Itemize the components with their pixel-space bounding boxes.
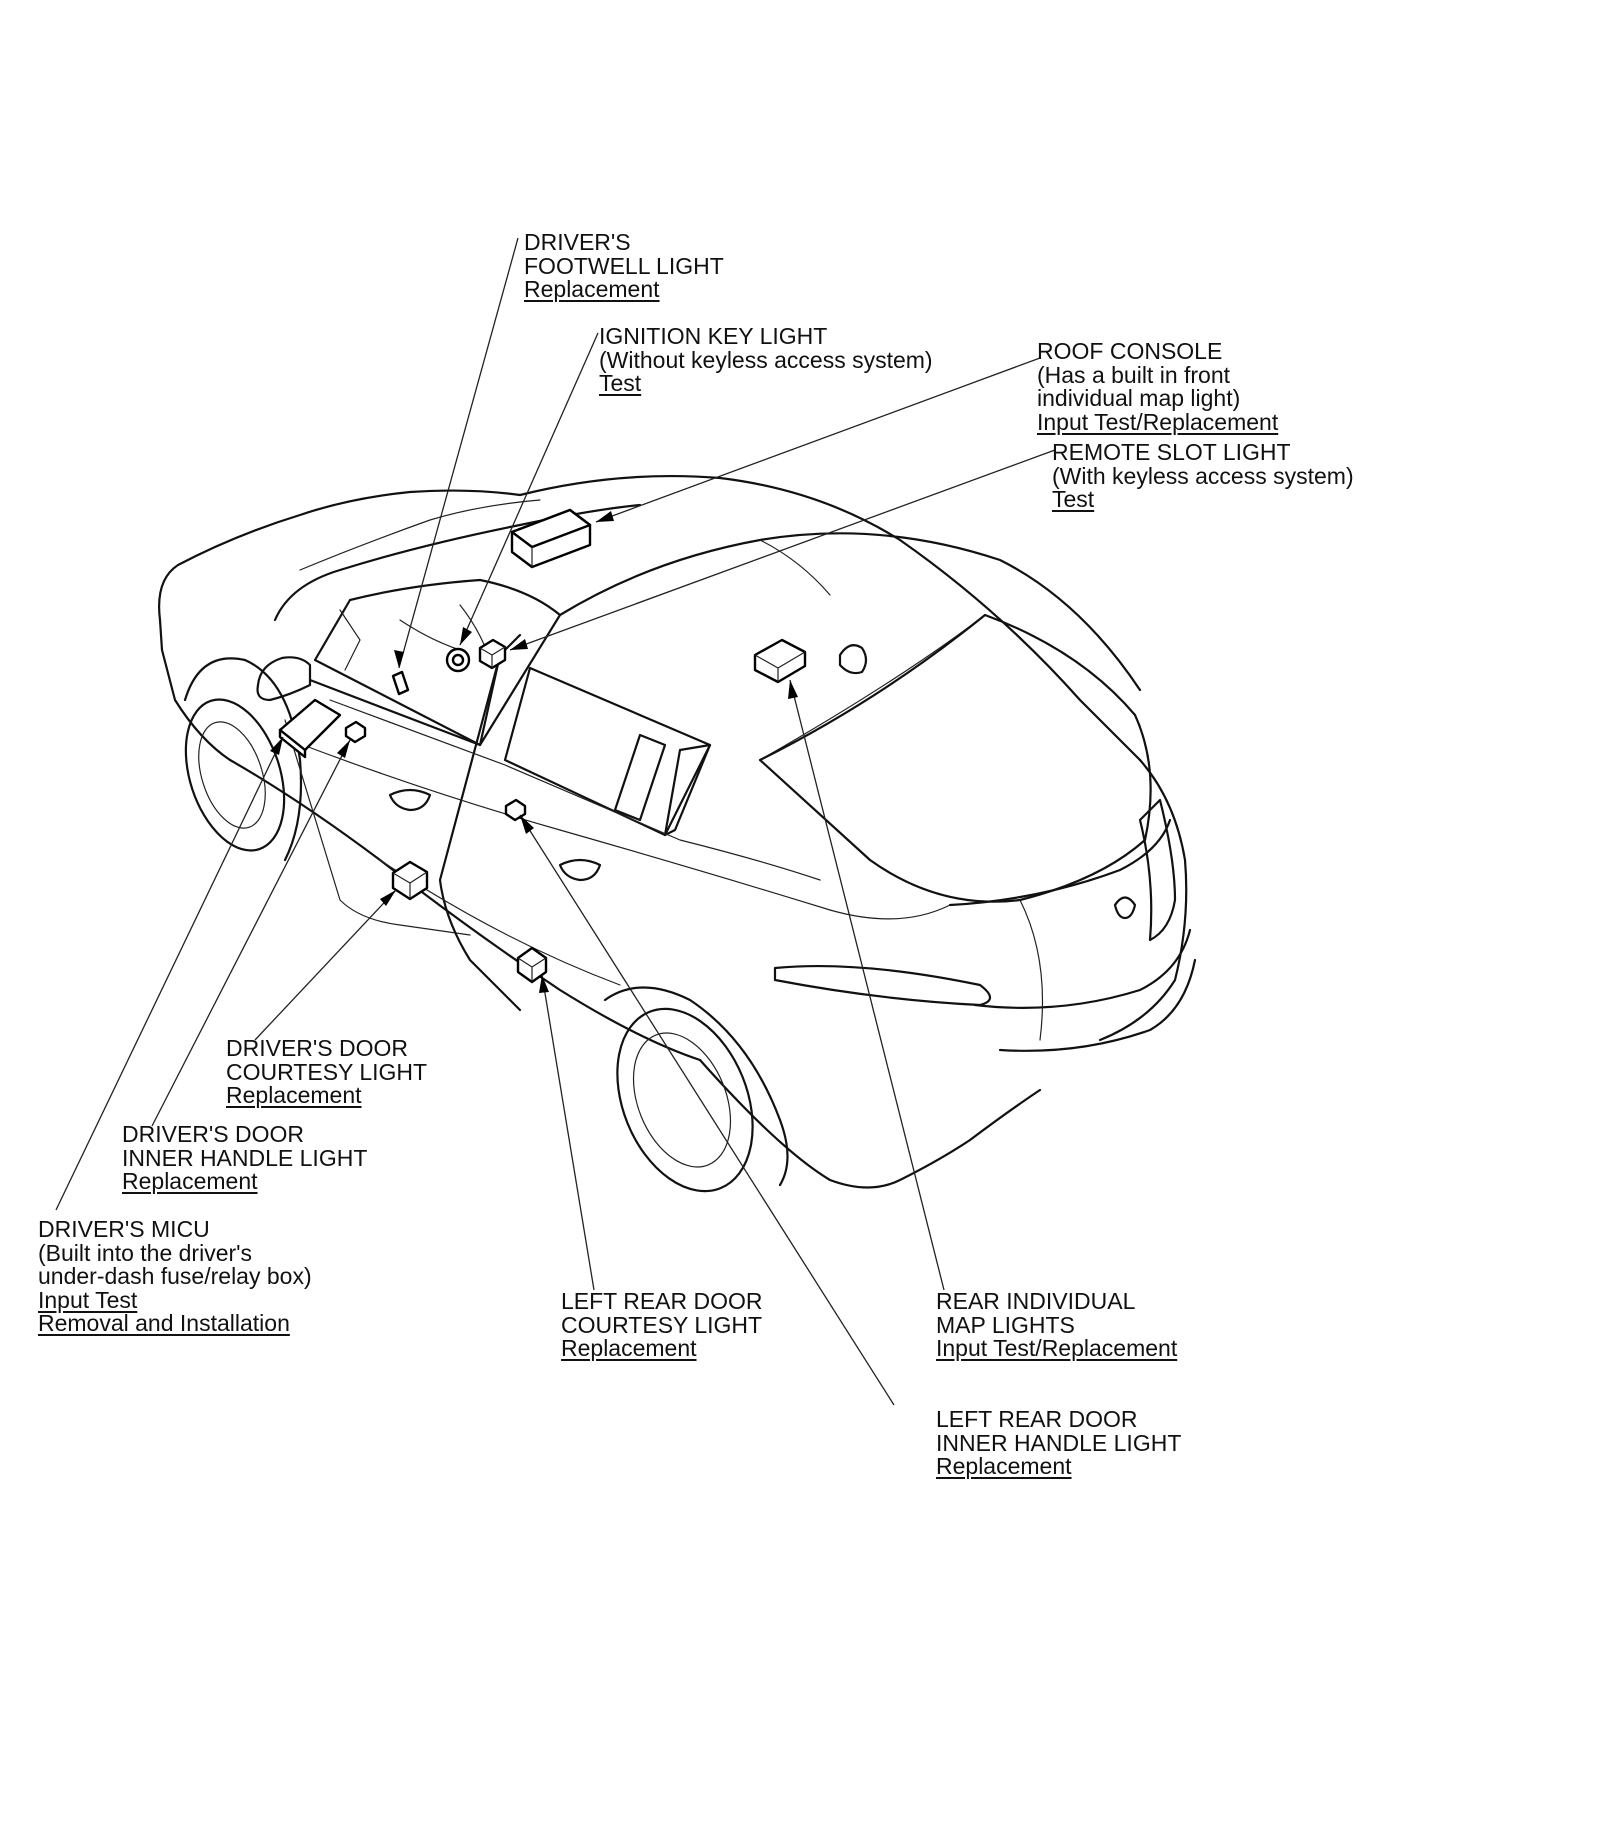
callout-remote-line-1: REMOTE SLOT LIGHT (1052, 439, 1291, 465)
component-rear-courtesy-light (516, 946, 548, 984)
callout-rear-handle-line-1: LEFT REAR DOOR (936, 1406, 1138, 1432)
callout-footwell-light: DRIVER'S FOOTWELL LIGHT Replacement (524, 229, 724, 302)
component-ignition-key-light (445, 647, 471, 673)
rear-courtesy-replacement-link[interactable]: Replacement (561, 1335, 697, 1361)
callout-remote-line-2: (With keyless access system) (1052, 462, 1354, 489)
door-handle-replacement-link[interactable]: Replacement (122, 1168, 258, 1194)
callout-roof-line-3: individual map light) (1037, 385, 1241, 411)
callout-door-handle-line-2: INNER HANDLE LIGHT (122, 1144, 368, 1171)
callout-door-courtesy-line-1: DRIVER'S DOOR (226, 1035, 409, 1061)
callout-ignition-line-1: IGNITION KEY LIGHT (599, 323, 828, 349)
callout-footwell-line-2: FOOTWELL LIGHT (524, 252, 724, 279)
callout-rear-courtesy-line-1: LEFT REAR DOOR (561, 1288, 763, 1314)
callout-rear-courtesy-light: LEFT REAR DOOR COURTESY LIGHT Replacemen… (561, 1288, 763, 1361)
ignition-test-link[interactable]: Test (599, 370, 642, 396)
callout-micu-line-1: DRIVER'S MICU (38, 1216, 210, 1242)
footwell-replacement-link[interactable]: Replacement (524, 276, 660, 302)
callout-rear-map-line-2: MAP LIGHTS (936, 1311, 1075, 1338)
component-roof-console (510, 508, 592, 569)
callout-rear-courtesy-line-2: COURTESY LIGHT (561, 1311, 763, 1338)
component-rear-map-lights (753, 638, 807, 684)
callout-roof-line-2: (Has a built in front (1037, 361, 1231, 388)
component-footwell-light (391, 670, 410, 696)
callout-footwell-line-1: DRIVER'S (524, 229, 631, 255)
callout-rear-map-lights: REAR INDIVIDUAL MAP LIGHTS Input Test/Re… (936, 1288, 1178, 1361)
callout-ignition-line-2: (Without keyless access system) (599, 346, 933, 373)
component-micu (278, 698, 342, 759)
callout-rear-handle-light: LEFT REAR DOOR INNER HANDLE LIGHT Replac… (936, 1406, 1182, 1479)
callout-rear-handle-line-2: INNER HANDLE LIGHT (936, 1429, 1182, 1456)
callout-micu-line-3: under-dash fuse/relay box) (38, 1263, 312, 1289)
remote-slot-test-link[interactable]: Test (1052, 486, 1095, 512)
callout-door-courtesy-line-2: COURTESY LIGHT (226, 1058, 428, 1085)
component-remote-slot-light (478, 638, 507, 670)
micu-input-test-link[interactable]: Input Test (38, 1286, 138, 1313)
callout-door-handle-line-1: DRIVER'S DOOR (122, 1121, 305, 1147)
callout-micu-line-2: (Built into the driver's (38, 1239, 253, 1266)
roof-console-input-test-link[interactable]: Input Test/Replacement (1037, 408, 1279, 435)
callout-ignition-key-light: IGNITION KEY LIGHT (Without keyless acce… (599, 323, 933, 396)
callout-door-handle-light: DRIVER'S DOOR INNER HANDLE LIGHT Replace… (122, 1121, 368, 1194)
component-door-handle-light (344, 720, 367, 744)
rear-handle-replacement-link[interactable]: Replacement (936, 1453, 1072, 1479)
car-outline (158, 474, 1197, 1193)
micu-removal-link[interactable]: Removal and Installation (38, 1310, 290, 1336)
callout-roof-console: ROOF CONSOLE (Has a built in front indiv… (1037, 338, 1279, 435)
callout-remote-slot-light: REMOTE SLOT LIGHT (With keyless access s… (1052, 439, 1354, 512)
component-door-courtesy-light (391, 860, 429, 901)
leader-lines (55, 237, 1056, 1406)
callout-roof-line-1: ROOF CONSOLE (1037, 338, 1223, 364)
callout-door-courtesy-light: DRIVER'S DOOR COURTESY LIGHT Replacement (226, 1035, 428, 1108)
rear-map-input-test-link[interactable]: Input Test/Replacement (936, 1335, 1178, 1361)
door-courtesy-replacement-link[interactable]: Replacement (226, 1082, 362, 1108)
callout-micu: DRIVER'S MICU (Built into the driver's u… (38, 1216, 312, 1336)
callout-rear-map-line-1: REAR INDIVIDUAL (936, 1288, 1136, 1314)
